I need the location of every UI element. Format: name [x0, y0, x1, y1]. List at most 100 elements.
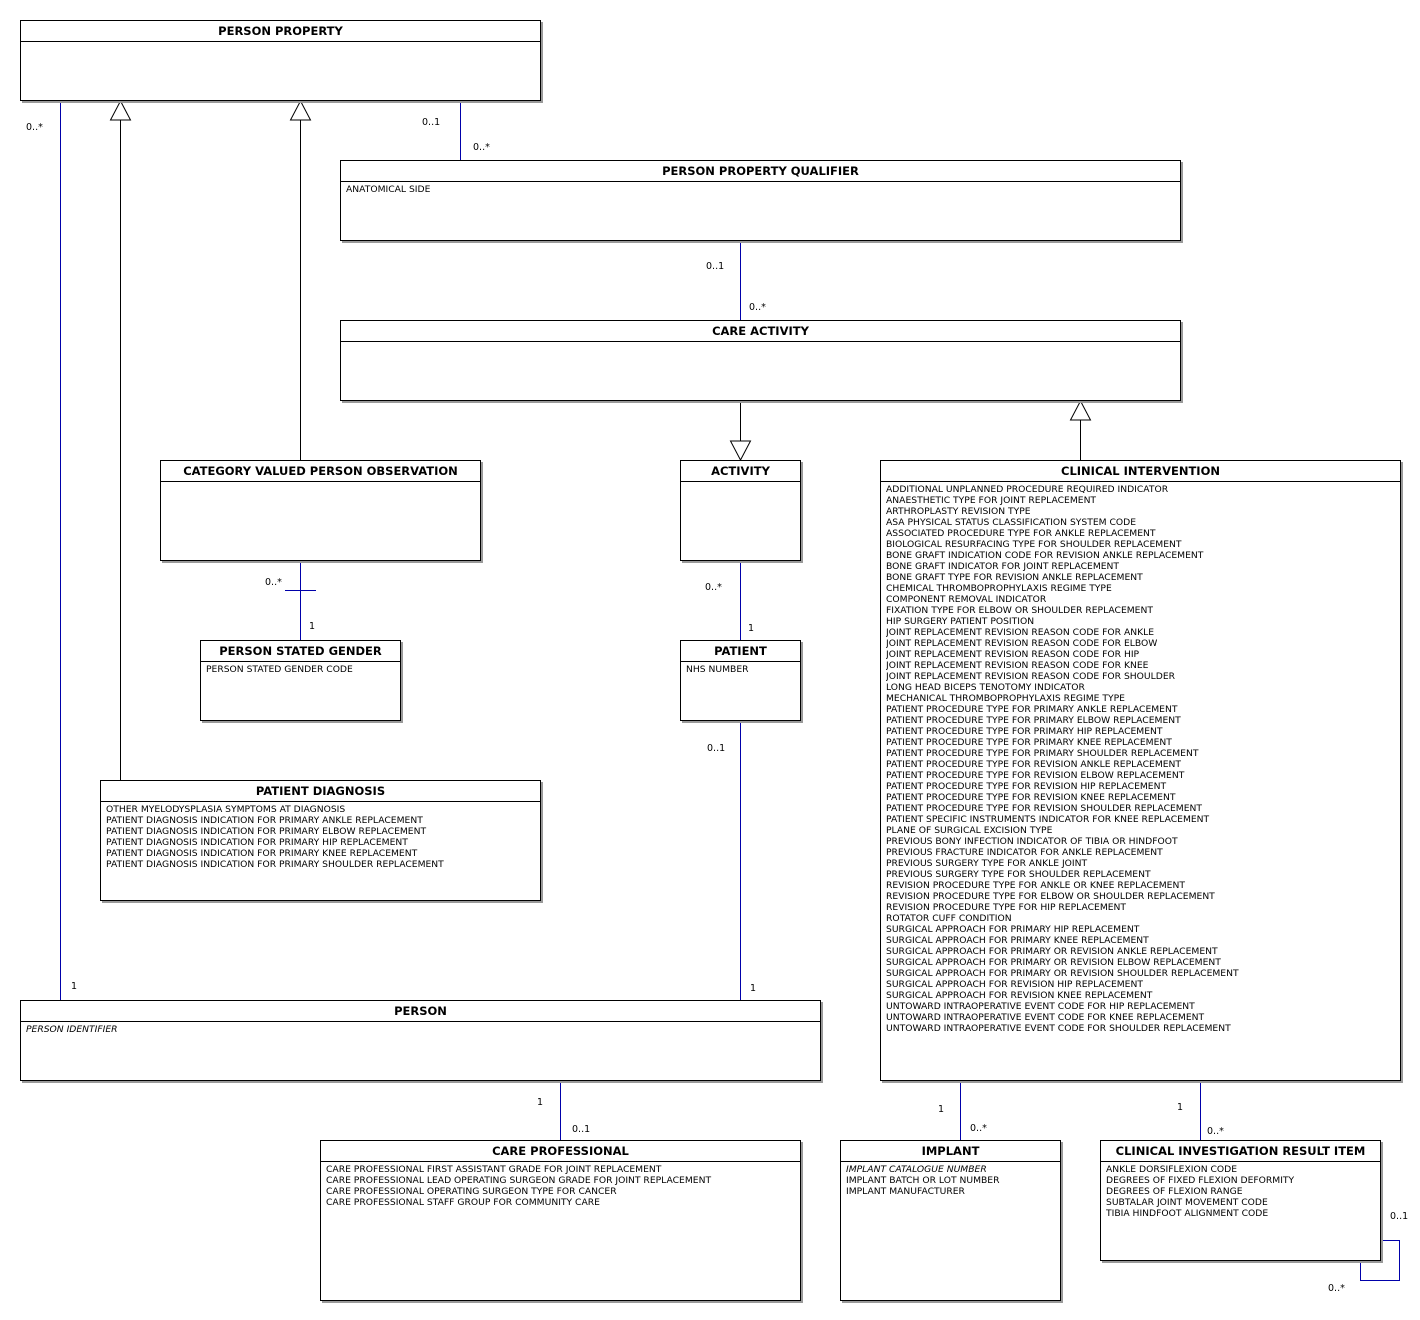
attribute: PLANE OF SURGICAL EXCISION TYPE — [886, 825, 1053, 836]
attribute: SURGICAL APPROACH FOR PRIMARY KNEE REPLA… — [886, 935, 1149, 946]
attribute: SURGICAL APPROACH FOR PRIMARY OR REVISIO… — [886, 968, 1239, 979]
attribute: PREVIOUS SURGERY TYPE FOR SHOULDER REPLA… — [886, 869, 1151, 880]
entity-activity[interactable]: ACTIVITY — [680, 460, 801, 561]
entity-title: ACTIVITY — [681, 461, 800, 482]
entity-title: CATEGORY VALUED PERSON OBSERVATION — [161, 461, 480, 482]
attribute: ARTHROPLASTY REVISION TYPE — [886, 506, 1031, 517]
generalization-arrow-observation — [289, 99, 312, 121]
multiplicity-label: 0..* — [749, 302, 766, 313]
attribute: ADDITIONAL UNPLANNED PROCEDURE REQUIRED … — [886, 484, 1169, 495]
attribute: PATIENT DIAGNOSIS INDICATION FOR PRIMARY… — [106, 826, 427, 837]
attribute: REVISION PROCEDURE TYPE FOR ELBOW OR SHO… — [886, 891, 1215, 902]
entity-title: PATIENT DIAGNOSIS — [101, 781, 540, 802]
attribute: UNTOWARD INTRAOPERATIVE EVENT CODE FOR H… — [886, 1001, 1195, 1012]
generalization-arrow-activity — [729, 440, 752, 462]
entity-title: PERSON PROPERTY QUALIFIER — [341, 161, 1180, 182]
attribute: FIXATION TYPE FOR ELBOW OR SHOULDER REPL… — [886, 605, 1153, 616]
entity-care-professional[interactable]: CARE PROFESSIONAL CARE PROFESSIONAL FIRS… — [320, 1140, 801, 1301]
attribute: PATIENT PROCEDURE TYPE FOR REVISION SHOU… — [886, 803, 1203, 814]
attribute: PATIENT SPECIFIC INSTRUMENTS INDICATOR F… — [886, 814, 1210, 825]
attribute: OTHER MYELODYSPLASIA SYMPTOMS AT DIAGNOS… — [106, 804, 346, 815]
attribute: IMPLANT BATCH OR LOT NUMBER — [846, 1175, 1000, 1186]
entity-person-property[interactable]: PERSON PROPERTY — [20, 20, 541, 101]
attribute: JOINT REPLACEMENT REVISION REASON CODE F… — [886, 627, 1155, 638]
attribute-list: PERSON STATED GENDER CODE — [201, 662, 400, 675]
attribute-list: ADDITIONAL UNPLANNED PROCEDURE REQUIRED … — [881, 482, 1400, 1034]
attribute: PREVIOUS SURGERY TYPE FOR ANKLE JOINT — [886, 858, 1088, 869]
attribute: BONE GRAFT TYPE FOR REVISION ANKLE REPLA… — [886, 572, 1143, 583]
attribute: JOINT REPLACEMENT REVISION REASON CODE F… — [886, 660, 1149, 671]
association-result-item-self — [1360, 1240, 1400, 1281]
attribute: PATIENT DIAGNOSIS INDICATION FOR PRIMARY… — [106, 837, 408, 848]
attribute: ANATOMICAL SIDE — [346, 184, 431, 195]
multiplicity-label: 0..1 — [1390, 1211, 1409, 1222]
attribute: SURGICAL APPROACH FOR PRIMARY HIP REPLAC… — [886, 924, 1140, 935]
attribute: PATIENT PROCEDURE TYPE FOR PRIMARY SHOUL… — [886, 748, 1199, 759]
multiplicity-label: 0..1 — [422, 117, 441, 128]
attribute: HIP SURGERY PATIENT POSITION — [886, 616, 1035, 627]
entity-person[interactable]: PERSON PERSON IDENTIFIER — [20, 1000, 821, 1081]
attribute: ANAESTHETIC TYPE FOR JOINT REPLACEMENT — [886, 495, 1097, 506]
attribute: CARE PROFESSIONAL OPERATING SURGEON TYPE… — [326, 1186, 617, 1197]
attribute: JOINT REPLACEMENT REVISION REASON CODE F… — [886, 671, 1176, 682]
entity-person-stated-gender[interactable]: PERSON STATED GENDER PERSON STATED GENDE… — [200, 640, 401, 721]
entity-title: CARE PROFESSIONAL — [321, 1141, 800, 1162]
attribute: PATIENT PROCEDURE TYPE FOR PRIMARY ELBOW… — [886, 715, 1181, 726]
attribute: MECHANICAL THROMBOPROPHYLAXIS REGIME TYP… — [886, 693, 1125, 704]
entity-title: PERSON STATED GENDER — [201, 641, 400, 662]
attribute: DEGREES OF FIXED FLEXION DEFORMITY — [1106, 1175, 1295, 1186]
attribute: SURGICAL APPROACH FOR REVISION KNEE REPL… — [886, 990, 1153, 1001]
entity-title: CLINICAL INVESTIGATION RESULT ITEM — [1101, 1141, 1380, 1162]
multiplicity-label: 1 — [750, 983, 757, 994]
attribute-list: PERSON IDENTIFIER — [21, 1022, 820, 1035]
attribute-list: NHS NUMBER — [681, 662, 800, 675]
attribute: LONG HEAD BICEPS TENOTOMY INDICATOR — [886, 682, 1085, 693]
entity-patient[interactable]: PATIENT NHS NUMBER — [680, 640, 801, 721]
multiplicity-label: 0..* — [265, 577, 282, 588]
attribute: REVISION PROCEDURE TYPE FOR HIP REPLACEM… — [886, 902, 1127, 913]
multiplicity-label: 1 — [1177, 1102, 1184, 1113]
attribute: ASA PHYSICAL STATUS CLASSIFICATION SYSTE… — [886, 517, 1137, 528]
attribute: COMPONENT REMOVAL INDICATOR — [886, 594, 1047, 605]
attribute: NHS NUMBER — [686, 664, 749, 675]
attribute: PATIENT PROCEDURE TYPE FOR REVISION KNEE… — [886, 792, 1176, 803]
attribute: PATIENT DIAGNOSIS INDICATION FOR PRIMARY… — [106, 848, 418, 859]
attribute: PREVIOUS FRACTURE INDICATOR FOR ANKLE RE… — [886, 847, 1163, 858]
multiplicity-label: 1 — [71, 981, 78, 992]
entity-category-valued-person-observation[interactable]: CATEGORY VALUED PERSON OBSERVATION — [160, 460, 481, 561]
multiplicity-label: 0..* — [1328, 1283, 1345, 1294]
attribute: SUBTALAR JOINT MOVEMENT CODE — [1106, 1197, 1268, 1208]
entity-title: PATIENT — [681, 641, 800, 662]
attribute: CARE PROFESSIONAL FIRST ASSISTANT GRADE … — [326, 1164, 662, 1175]
entity-clinical-intervention[interactable]: CLINICAL INTERVENTION ADDITIONAL UNPLANN… — [880, 460, 1401, 1081]
attribute: JOINT REPLACEMENT REVISION REASON CODE F… — [886, 649, 1140, 660]
attribute: CARE PROFESSIONAL LEAD OPERATING SURGEON… — [326, 1175, 712, 1186]
attribute-key: PERSON IDENTIFIER — [26, 1024, 118, 1035]
attribute: UNTOWARD INTRAOPERATIVE EVENT CODE FOR S… — [886, 1023, 1231, 1034]
entity-patient-diagnosis[interactable]: PATIENT DIAGNOSIS OTHER MYELODYSPLASIA S… — [100, 780, 541, 901]
multiplicity-label: 1 — [938, 1104, 945, 1115]
entity-implant[interactable]: IMPLANT IMPLANT CATALOGUE NUMBER IMPLANT… — [840, 1140, 1061, 1301]
attribute-list: IMPLANT CATALOGUE NUMBER IMPLANT BATCH O… — [841, 1162, 1060, 1197]
entity-title: PERSON PROPERTY — [21, 21, 540, 42]
attribute: PATIENT DIAGNOSIS INDICATION FOR PRIMARY… — [106, 815, 423, 826]
entity-clinical-investigation-result-item[interactable]: CLINICAL INVESTIGATION RESULT ITEM ANKLE… — [1100, 1140, 1381, 1261]
multiplicity-label: 0..* — [1207, 1126, 1224, 1137]
attribute: SURGICAL APPROACH FOR PRIMARY OR REVISIO… — [886, 946, 1218, 957]
attribute: ROTATOR CUFF CONDITION — [886, 913, 1012, 924]
attribute-list: OTHER MYELODYSPLASIA SYMPTOMS AT DIAGNOS… — [101, 802, 540, 870]
attribute: CHEMICAL THROMBOPROPHYLAXIS REGIME TYPE — [886, 583, 1112, 594]
attribute: CARE PROFESSIONAL STAFF GROUP FOR COMMUN… — [326, 1197, 600, 1208]
attribute: IMPLANT MANUFACTURER — [846, 1186, 965, 1197]
attribute: UNTOWARD INTRAOPERATIVE EVENT CODE FOR K… — [886, 1012, 1205, 1023]
entity-care-activity[interactable]: CARE ACTIVITY — [340, 320, 1181, 401]
attribute-list: ANATOMICAL SIDE — [341, 182, 1180, 195]
attribute: SURGICAL APPROACH FOR PRIMARY OR REVISIO… — [886, 957, 1221, 968]
generalization-arrow-intervention — [1069, 399, 1092, 421]
entity-title: CARE ACTIVITY — [341, 321, 1180, 342]
attribute: DEGREES OF FLEXION RANGE — [1106, 1186, 1243, 1197]
attribute: SURGICAL APPROACH FOR REVISION HIP REPLA… — [886, 979, 1143, 990]
attribute: TIBIA HINDFOOT ALIGNMENT CODE — [1106, 1208, 1269, 1219]
entity-person-property-qualifier[interactable]: PERSON PROPERTY QUALIFIER ANATOMICAL SID… — [340, 160, 1181, 241]
